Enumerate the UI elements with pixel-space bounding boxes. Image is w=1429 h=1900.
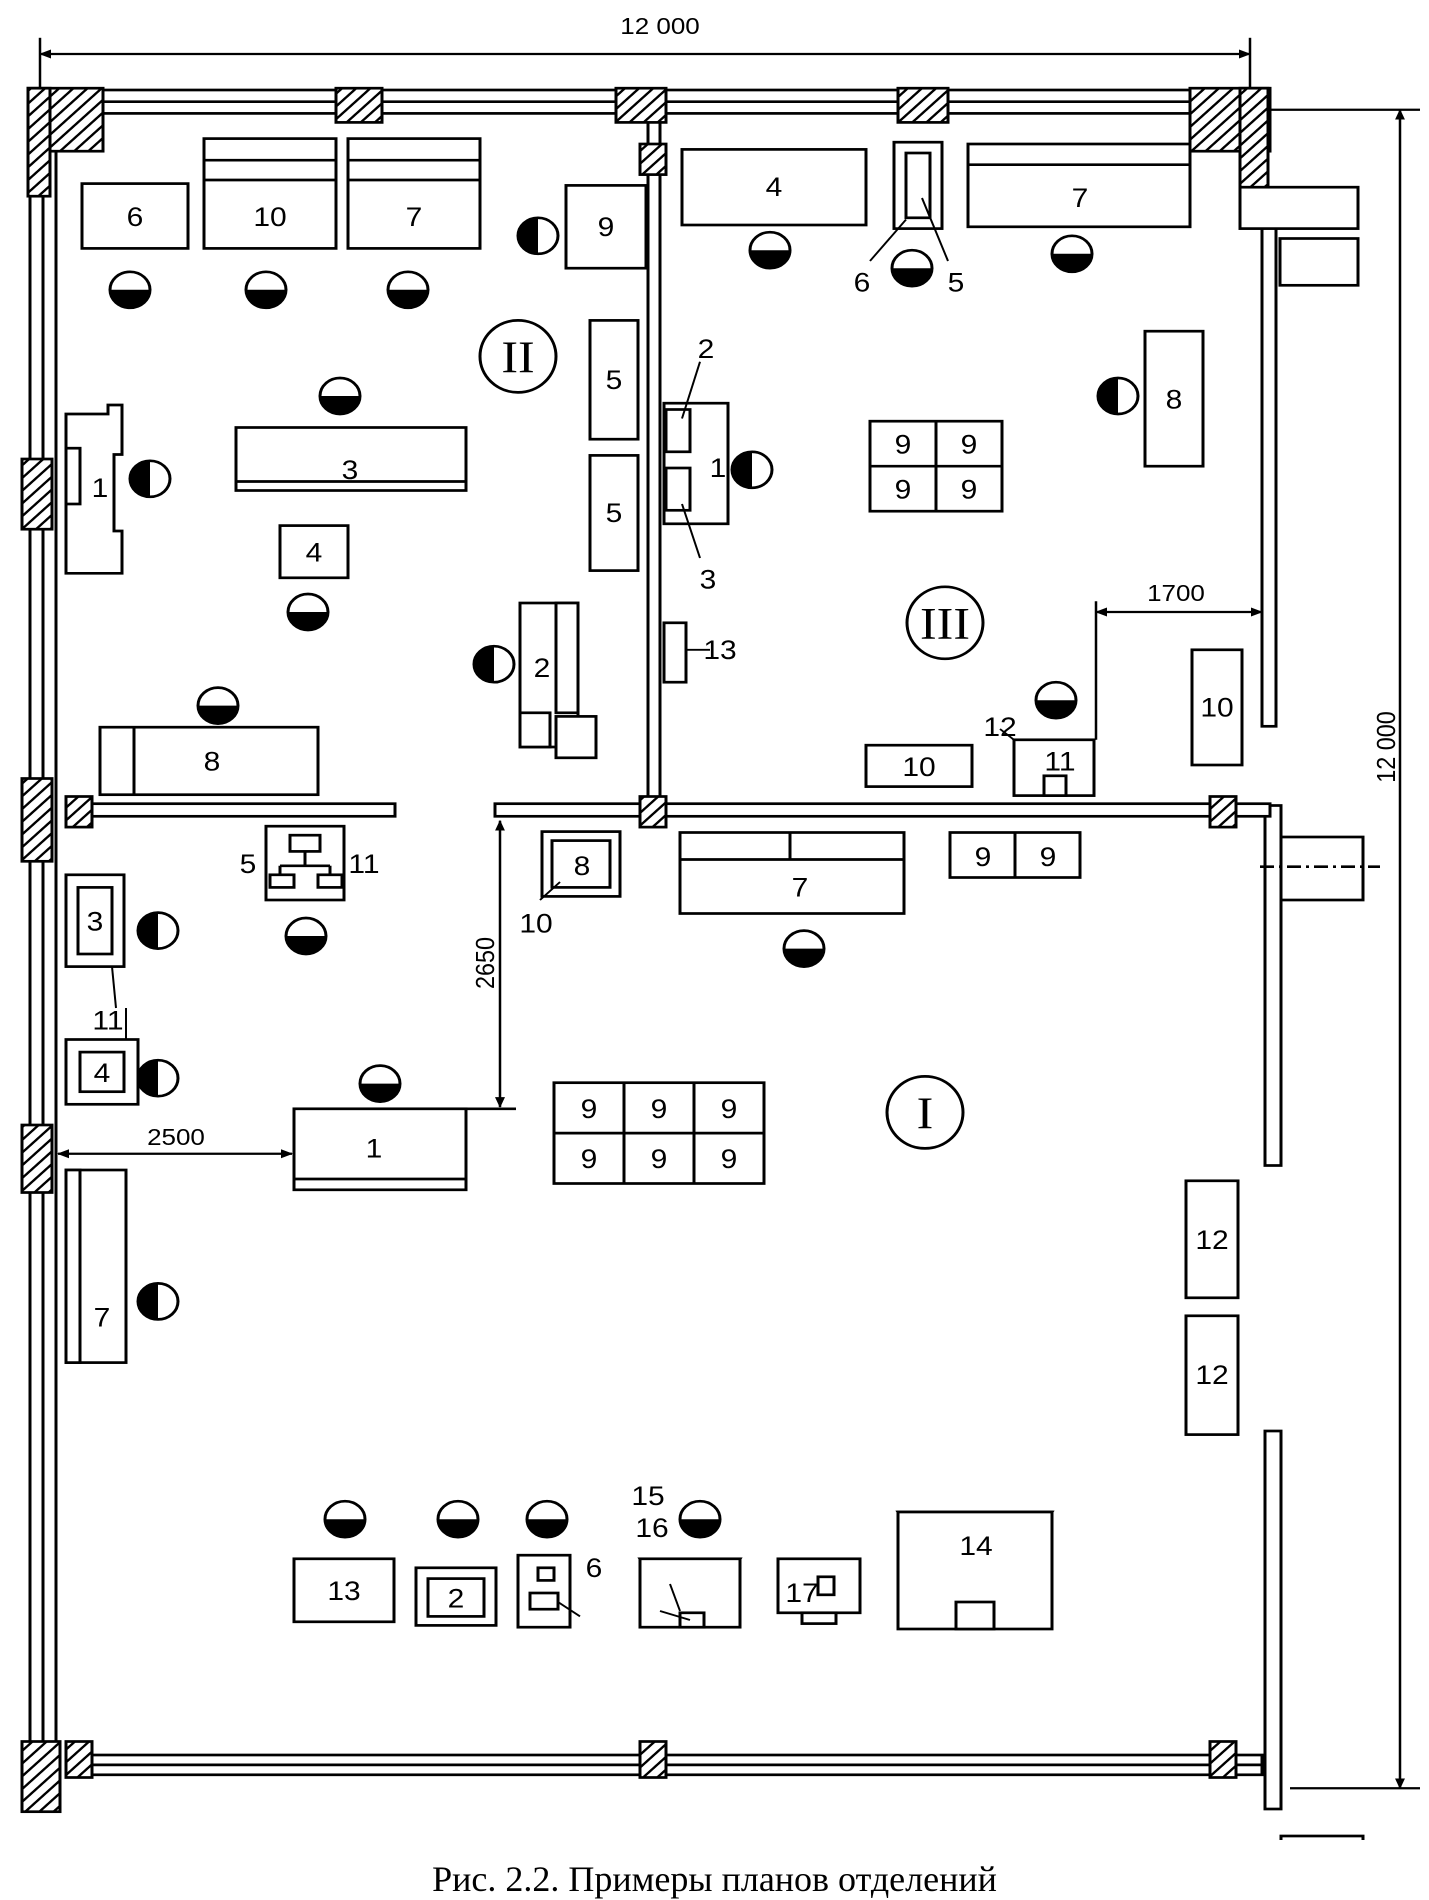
room-labels: II III I (501, 334, 970, 1139)
label-c-8: 8 (574, 851, 591, 881)
dim-height: 12 000 (1373, 711, 1401, 783)
label-r2-5b: 5 (606, 498, 623, 528)
partition-walls (78, 112, 1272, 818)
label-r2-3: 3 (342, 455, 359, 485)
room-ii-equipment (64, 137, 648, 797)
label-r1-9b: 9 (651, 1094, 668, 1124)
dim-1700: 1700 (1147, 581, 1205, 607)
label-c-11a: 11 (348, 849, 379, 879)
room-iii-equipment (662, 140, 1244, 797)
label-r3-2: 2 (698, 335, 715, 365)
label-c-7: 7 (792, 873, 809, 903)
label-r3-10a: 10 (1200, 693, 1233, 723)
label-r3-9d: 9 (961, 475, 978, 505)
columns (20, 86, 1272, 1814)
label-c-11b: 11 (92, 1006, 123, 1036)
label-c-3: 3 (87, 907, 104, 937)
corridor-equipment (64, 824, 1082, 1106)
room-iii-label: III (920, 600, 970, 649)
label-r3-8: 8 (1166, 385, 1183, 415)
label-r1-7: 7 (94, 1303, 111, 1333)
dim-2650: 2650 (472, 937, 500, 989)
label-r3-6: 6 (854, 268, 871, 298)
label-r3-1: 1 (710, 453, 727, 483)
label-c-10: 10 (519, 909, 552, 939)
label-r2-7: 7 (406, 202, 423, 232)
label-r1-12b: 12 (1195, 1361, 1228, 1391)
dimension-texts: 12 000 12 000 1700 2650 2500 (147, 14, 1401, 1150)
label-r3-12: 12 (983, 713, 1016, 743)
label-r1-9e: 9 (651, 1145, 668, 1175)
label-c-9a: 9 (975, 842, 992, 872)
label-r2-1: 1 (92, 473, 109, 503)
label-r3-9a: 9 (895, 430, 912, 460)
label-r2-10: 10 (253, 202, 286, 232)
label-r3-7: 7 (1072, 183, 1089, 213)
label-r1-9f: 9 (721, 1145, 738, 1175)
label-r3-9b: 9 (961, 430, 978, 460)
room-markers (478, 319, 985, 1150)
label-r1-9c: 9 (721, 1094, 738, 1124)
interior-dimensions (57, 601, 1264, 1159)
label-r3-10b: 10 (902, 752, 935, 782)
floor-plan: 12 000 12 000 1700 2650 2500 II III I 6 … (20, 14, 1420, 1840)
label-r1-1: 1 (366, 1134, 383, 1164)
dim-width: 12 000 (620, 14, 699, 40)
room-ii-label: II (501, 334, 534, 383)
label-r2-4: 4 (306, 538, 323, 568)
label-r1-2: 2 (448, 1584, 465, 1614)
dimension-lines (38, 37, 1420, 1790)
label-r2-5a: 5 (606, 365, 623, 395)
label-r1-15: 15 (631, 1481, 664, 1511)
label-r2-9: 9 (598, 212, 615, 242)
label-r1-16: 16 (635, 1514, 668, 1544)
label-r3-4: 4 (766, 173, 783, 203)
dim-2500: 2500 (147, 1125, 205, 1151)
label-r1-14: 14 (959, 1532, 992, 1562)
label-r1-12a: 12 (1195, 1226, 1228, 1256)
label-r1-9d: 9 (581, 1145, 598, 1175)
room-i-equipment (64, 1081, 1240, 1631)
label-r3-3: 3 (700, 565, 717, 595)
label-r2-2: 2 (534, 653, 551, 683)
label-r3-9c: 9 (895, 475, 912, 505)
label-c-4: 4 (94, 1058, 111, 1088)
label-r2-8: 8 (204, 747, 221, 777)
label-r3-5: 5 (948, 268, 965, 298)
label-c-5: 5 (240, 849, 257, 879)
label-c-9b: 9 (1040, 842, 1057, 872)
label-r1-17: 17 (785, 1578, 818, 1608)
figure-caption: Рис. 2.2. Примеры планов отделений (432, 1859, 997, 1899)
label-r1-13: 13 (327, 1577, 360, 1607)
room-i-label: I (917, 1090, 934, 1139)
leader-lines (111, 197, 1015, 1621)
label-r1-6: 6 (586, 1553, 603, 1583)
label-r3-13: 13 (703, 635, 736, 665)
label-r2-6: 6 (127, 202, 144, 232)
entry-steps (1238, 185, 1380, 1840)
label-r1-9a: 9 (581, 1094, 598, 1124)
equipment-labels: 6 10 7 9 5 5 1 3 4 2 8 4 7 6 5 8 2 1 3 9… (87, 173, 1234, 1614)
label-r3-11: 11 (1044, 747, 1075, 777)
